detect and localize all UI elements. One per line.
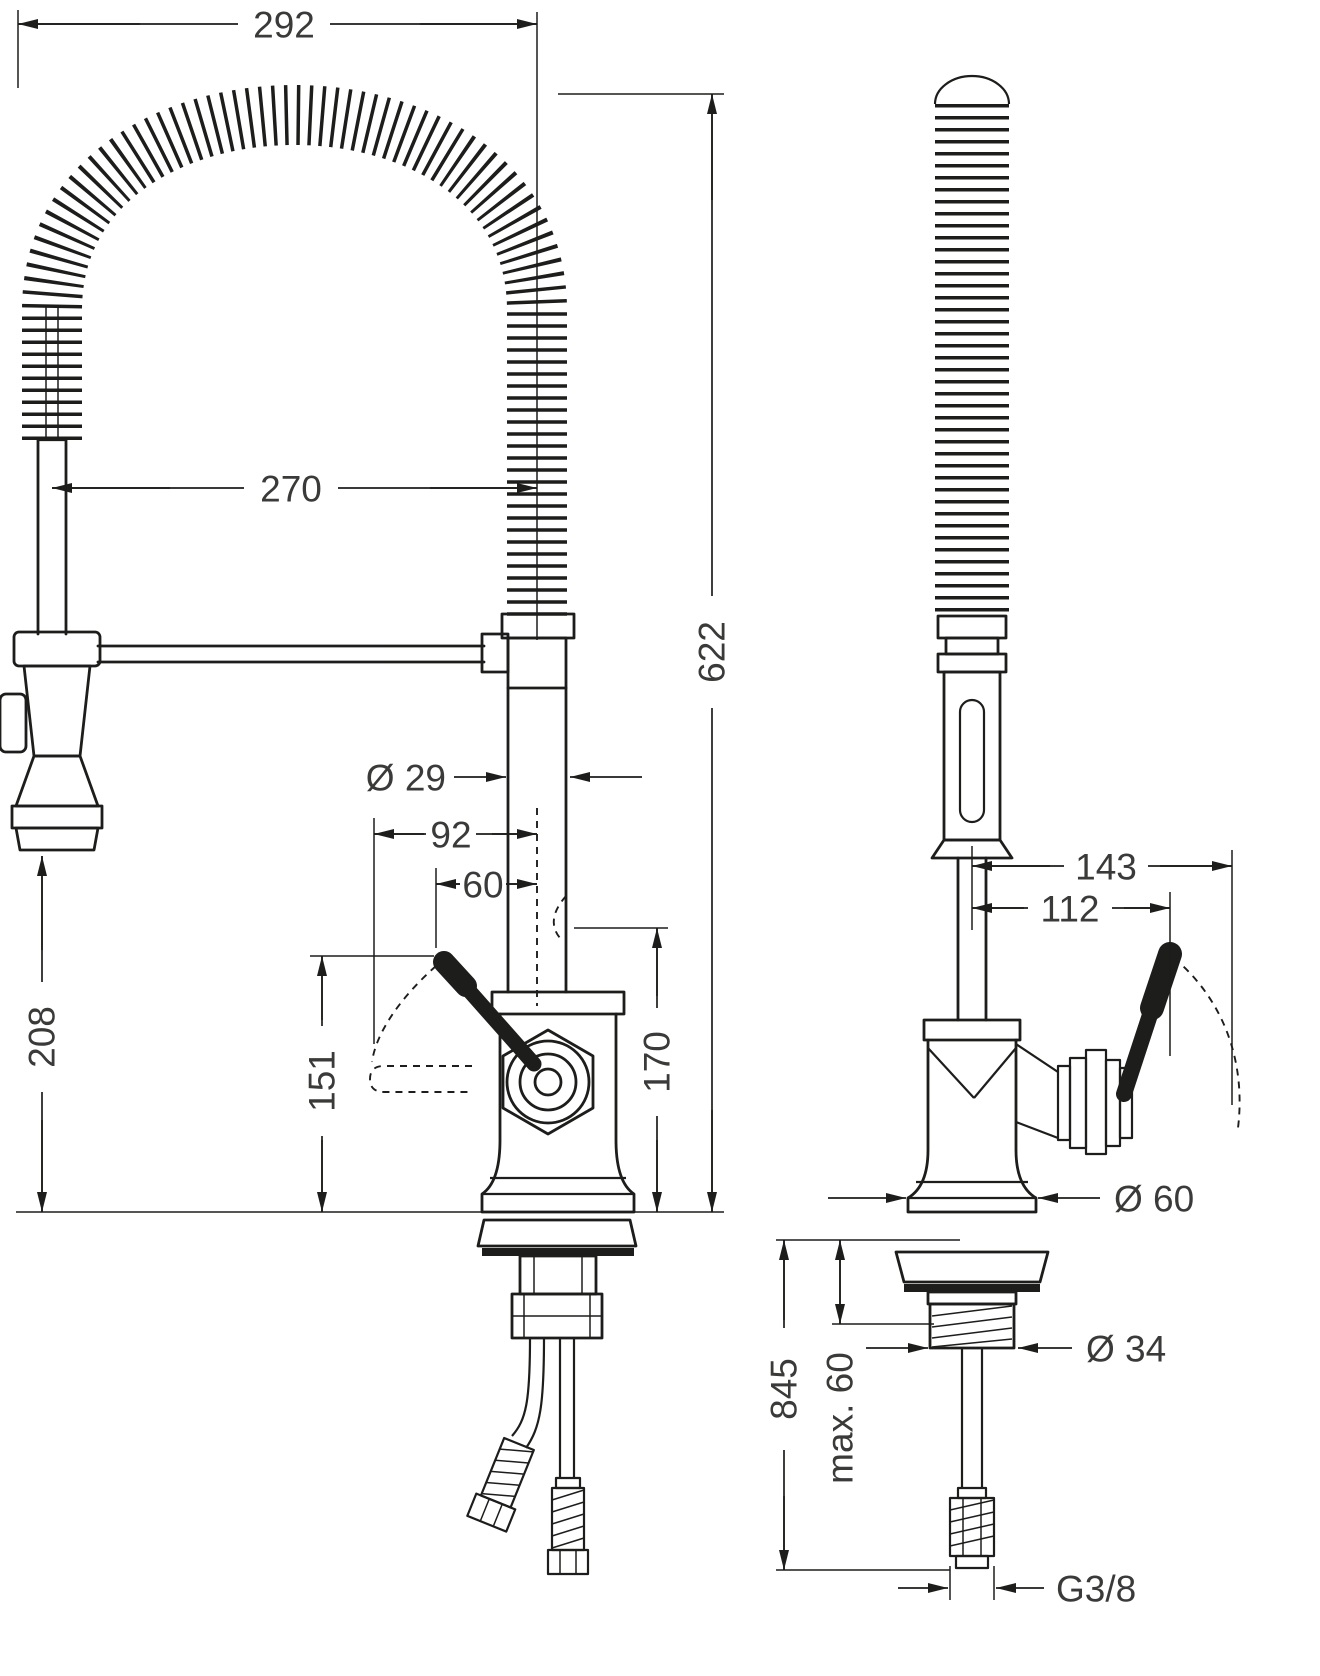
lever-handle-grip bbox=[433, 951, 477, 997]
dim-overall-height-label: 622 bbox=[692, 621, 733, 683]
front-view-dimensions: 292 270 622 208 Ø 29 92 bbox=[17, 2, 733, 1212]
base-seal-side bbox=[904, 1284, 1040, 1292]
spout-holder bbox=[930, 670, 1014, 1022]
escutcheon bbox=[476, 1218, 638, 1248]
dim-handle-offset-max-label: 92 bbox=[430, 815, 471, 856]
dim-top-width-label: 292 bbox=[253, 5, 315, 46]
spring-coil-arch bbox=[22, 85, 567, 618]
hose-connector bbox=[546, 1476, 590, 1576]
dim-handle-offset-label: 60 bbox=[462, 865, 503, 906]
handle-hub bbox=[501, 1028, 595, 1136]
hose-fitting bbox=[936, 614, 1008, 674]
dim-depth-label: 143 bbox=[1075, 847, 1137, 888]
mixer-body-side bbox=[906, 1018, 1059, 1214]
shank bbox=[518, 1254, 598, 1296]
side-view bbox=[776, 74, 1241, 1570]
spray-mode-button bbox=[0, 692, 28, 754]
pull-out-hose bbox=[36, 436, 68, 636]
spring-top-cap bbox=[933, 74, 1011, 105]
dim-handle-depth-label: 112 bbox=[1041, 889, 1100, 930]
supply-connector bbox=[948, 1486, 996, 1570]
dim-outlet-height-label: 170 bbox=[637, 1031, 678, 1093]
dim-thread-label: G3/8 bbox=[1056, 1569, 1136, 1610]
dim-coil-width-label: 270 bbox=[260, 469, 322, 510]
handle-swing-arc-dashed bbox=[371, 965, 437, 1063]
support-arm bbox=[96, 632, 510, 674]
handle-alt-position-dashed bbox=[369, 1065, 472, 1093]
dim-handshower-height-label: 208 bbox=[22, 1006, 63, 1068]
hand-shower bbox=[0, 630, 104, 852]
dim-max-deck-thickness-label: max. 60 bbox=[820, 1352, 861, 1484]
escutcheon-side bbox=[894, 1250, 1050, 1284]
lever-grip-side bbox=[1140, 942, 1182, 1020]
dim-handle-height-label: 151 bbox=[302, 1050, 343, 1112]
dim-shank-diameter-label: Ø 34 bbox=[1086, 1329, 1166, 1370]
lever-swing-arc-dashed bbox=[1173, 957, 1241, 1129]
base-seal bbox=[482, 1248, 634, 1256]
mounting-hardware-side bbox=[894, 1250, 1050, 1570]
dim-pipe-diameter-label: Ø 29 bbox=[366, 758, 446, 799]
dim-base-diameter-label: Ø 60 bbox=[1114, 1179, 1194, 1220]
riser-pipe bbox=[500, 612, 576, 994]
handle-cartridge bbox=[1056, 1048, 1134, 1156]
side-view-dimensions: 143 112 Ø 60 845 max. 60 Ø 34 G3/8 bbox=[764, 844, 1233, 1610]
front-view bbox=[0, 12, 724, 1576]
dim-supply-length-label: 845 bbox=[764, 1358, 805, 1420]
hose-connector-angled bbox=[466, 1436, 535, 1533]
threaded-shank bbox=[928, 1302, 1016, 1350]
mounting-hardware bbox=[466, 1218, 638, 1576]
outlet-stream-dashed bbox=[552, 895, 567, 939]
